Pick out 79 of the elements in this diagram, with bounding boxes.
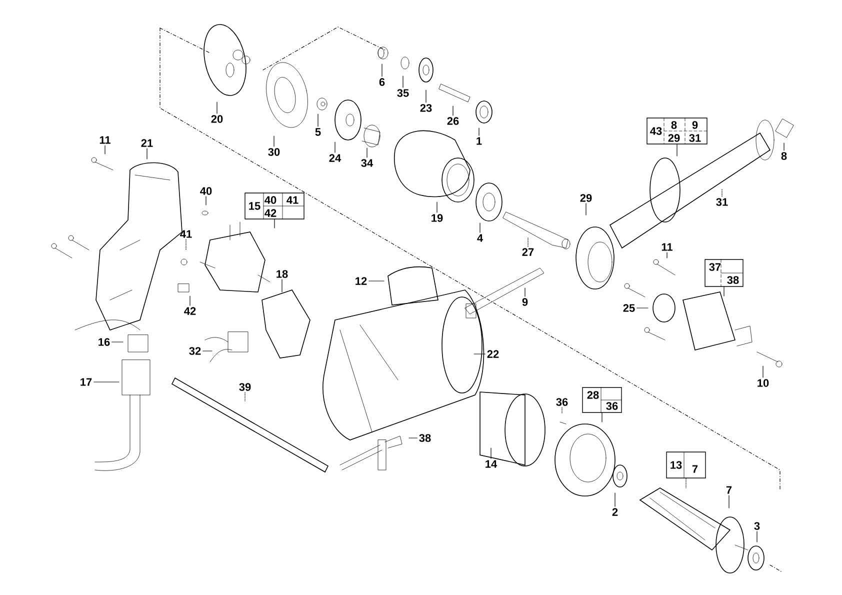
callout-number: 28 [587, 391, 599, 399]
leader-line [104, 145, 106, 154]
callout-number: 17 [80, 378, 92, 386]
callout-number: 7 [692, 465, 698, 473]
callout-number: 40 [264, 196, 276, 204]
callout-number: 31 [689, 134, 701, 142]
leader-line [666, 252, 668, 258]
callout-number: 21 [141, 139, 153, 147]
leader-line [274, 219, 275, 228]
callout-number: 23 [420, 104, 432, 112]
callout-number: 9 [522, 298, 528, 306]
callout-box [244, 192, 304, 220]
leader-line [244, 392, 246, 402]
callout-number: 1 [476, 137, 482, 145]
callout-number: 36 [606, 402, 618, 410]
callout-number: 24 [329, 154, 342, 162]
leader-line [676, 144, 678, 156]
leader-line [728, 495, 730, 508]
callout-number: 41 [286, 196, 298, 204]
callout-number: 31 [716, 198, 728, 206]
callout-number: 2 [612, 508, 618, 516]
callout-box [646, 118, 708, 144]
callout-number: 12 [356, 277, 367, 285]
callout-number: 20 [211, 115, 223, 123]
callout-number: 18 [276, 270, 288, 278]
callout-number: 6 [379, 78, 385, 86]
leader-line [368, 280, 384, 282]
callout-number: 14 [486, 460, 498, 468]
callout-number: 15 [249, 202, 260, 210]
callout-number: 38 [727, 276, 739, 284]
callout-number: 5 [315, 128, 321, 136]
callout-number: 7 [726, 486, 732, 494]
leader-line [436, 202, 438, 213]
leader-line [614, 492, 616, 507]
callout-number: 22 [487, 350, 499, 358]
callout-number: 34 [361, 159, 374, 167]
leader-line [524, 288, 526, 297]
leader-line [478, 128, 480, 136]
leader-line [490, 448, 492, 459]
callout-number: 32 [189, 347, 201, 355]
callout-number: 13 [670, 461, 682, 469]
callout-number: 36 [556, 398, 568, 406]
leader-line [452, 106, 454, 116]
callout-number: 38 [419, 434, 431, 442]
callout-number: 11 [662, 243, 672, 251]
callout-number: 4 [477, 234, 483, 242]
leader-line [756, 531, 758, 542]
leader-line [366, 148, 368, 158]
leader-line [402, 76, 404, 88]
callout-number: 37 [709, 263, 721, 271]
callout-number: 9 [692, 121, 698, 129]
callout-number: 25 [623, 304, 635, 312]
callout-number: 16 [98, 338, 110, 346]
callout-number: 10 [758, 379, 769, 387]
leader-line [202, 350, 212, 352]
callout-number: 39 [239, 383, 251, 391]
callout-number: 19 [432, 214, 443, 222]
callout-number: 26 [447, 117, 459, 125]
callout-number: 3 [754, 522, 760, 530]
callout-number: 29 [580, 194, 592, 202]
callout-number: 43 [650, 127, 662, 135]
leader-line [334, 142, 336, 153]
callout-box [666, 452, 706, 478]
leader-line [146, 148, 148, 160]
callout-number: 11 [100, 136, 110, 144]
callout-number: 27 [522, 248, 534, 256]
callout-number: 41 [180, 230, 192, 238]
leader-line [762, 366, 764, 378]
callout-number: 8 [671, 121, 677, 129]
callout-number: 42 [184, 307, 196, 315]
leader-line [216, 102, 218, 114]
callout-box [582, 387, 622, 413]
callout-number: 40 [200, 187, 212, 195]
callout-number: 35 [397, 89, 409, 97]
callout-number: 29 [668, 134, 680, 142]
callout-number: 8 [781, 152, 787, 160]
callout-number: 42 [264, 209, 276, 217]
callout-number: 30 [268, 148, 280, 156]
callout-box [704, 259, 744, 287]
